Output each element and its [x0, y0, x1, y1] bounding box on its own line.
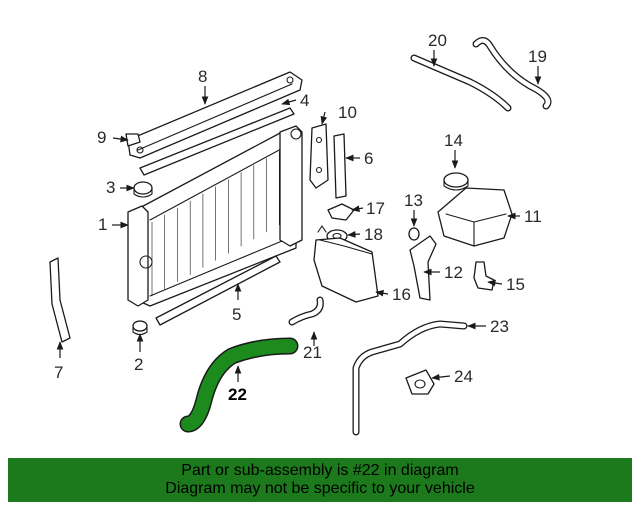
part-19-hose: [472, 37, 552, 110]
callout-17: 17: [366, 199, 385, 218]
banner-line-1: Part or sub-assembly is #22 in diagram: [181, 462, 459, 479]
info-banner: Part or sub-assembly is #22 in diagram D…: [8, 458, 632, 502]
part-4-upper-seal: [139, 107, 295, 176]
part-10-bracket: [309, 123, 329, 189]
part-7-side-seal: [49, 257, 71, 343]
callout-16: 16: [392, 285, 411, 304]
part-15-sensor: [473, 261, 495, 291]
callout-7: 7: [54, 363, 63, 382]
callout-9: 9: [97, 128, 106, 147]
parts-diagram: 8 4 9 10 6 3 1 5 7 2 17 18 16 21 22 23 2…: [49, 31, 552, 436]
part-14-cap: [443, 172, 469, 191]
callout-19: 19: [528, 47, 547, 66]
part-3-cap: [133, 181, 153, 198]
part-24-clip: [405, 369, 435, 395]
callout-5: 5: [232, 305, 241, 324]
part-2-drain-plug: [132, 320, 148, 336]
callout-2: 2: [134, 355, 143, 374]
callout-8: 8: [198, 67, 207, 86]
callout-14: 14: [444, 131, 463, 150]
callout-4: 4: [300, 91, 309, 110]
leader-lines: [56, 50, 542, 382]
callout-15: 15: [506, 275, 525, 294]
part-22-lower-hose: [179, 337, 299, 433]
callout-6: 6: [364, 149, 373, 168]
part-8-upper-support: [127, 71, 303, 159]
part-5-lower-seal: [155, 255, 281, 326]
callout-10: 10: [338, 103, 357, 122]
part-16-reservoir: [313, 225, 379, 303]
part-11-expansion-tank: [437, 187, 513, 247]
callout-24: 24: [454, 367, 473, 386]
callout-20: 20: [428, 31, 447, 50]
callout-21: 21: [303, 343, 322, 362]
part-12-bracket: [409, 235, 437, 301]
callout-13: 13: [404, 191, 423, 210]
callout-11: 11: [524, 207, 542, 226]
part-17-clip: [327, 203, 355, 221]
part-1-radiator: [127, 125, 303, 307]
part-20-hose: [410, 54, 512, 112]
part-23-tube: [352, 320, 468, 436]
callout-3: 3: [106, 178, 115, 197]
callout-1: 1: [98, 215, 107, 234]
callout-23: 23: [490, 317, 509, 336]
part-13-grommet: [408, 227, 420, 241]
callout-18: 18: [364, 225, 383, 244]
part-6-seal: [333, 133, 347, 199]
callout-22: 22: [228, 385, 247, 404]
part-21-hose: [288, 296, 324, 326]
callout-labels: 8 4 9 10 6 3 1 5 7 2 17 18 16 21 22 23 2…: [54, 31, 547, 404]
banner-line-2: Diagram may not be specific to your vehi…: [165, 480, 475, 497]
callout-12: 12: [444, 263, 463, 282]
